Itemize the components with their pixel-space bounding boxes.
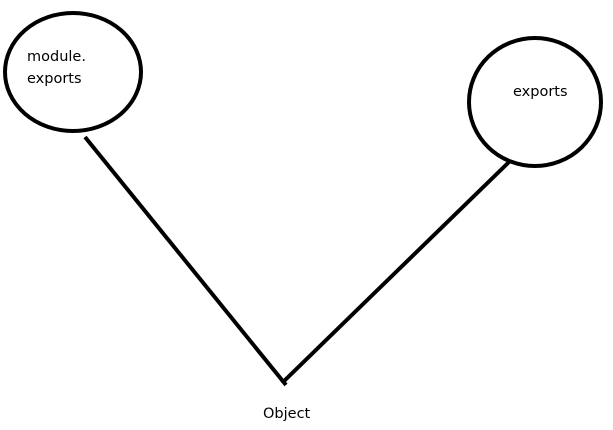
module-exports-label-line1: module. xyxy=(27,49,86,65)
object-label: Object xyxy=(263,406,311,422)
exports-label: exports xyxy=(513,84,568,100)
module-exports-label-line2: exports xyxy=(27,71,82,87)
edge-module-exports-to-object xyxy=(83,135,288,387)
module-exports-node: module. exports xyxy=(3,11,143,133)
exports-circle xyxy=(467,36,603,168)
exports-node: exports xyxy=(467,36,603,168)
module-exports-circle xyxy=(3,11,143,133)
edge-exports-to-object xyxy=(280,160,511,385)
